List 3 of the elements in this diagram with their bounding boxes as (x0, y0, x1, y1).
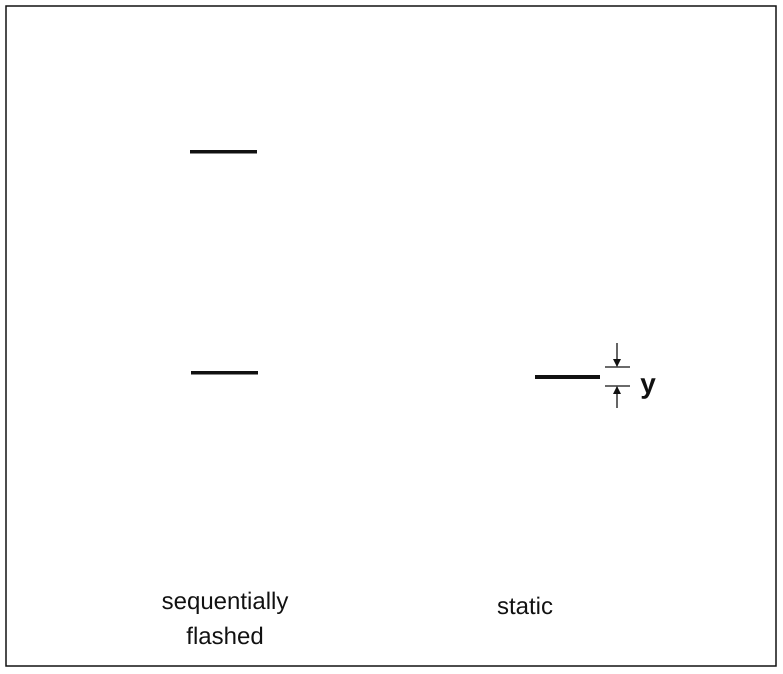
stimulus-caption: static (496, 592, 554, 622)
stimulus-caption: sequentially flashed (160, 587, 290, 652)
dimension-label: y (639, 367, 657, 401)
